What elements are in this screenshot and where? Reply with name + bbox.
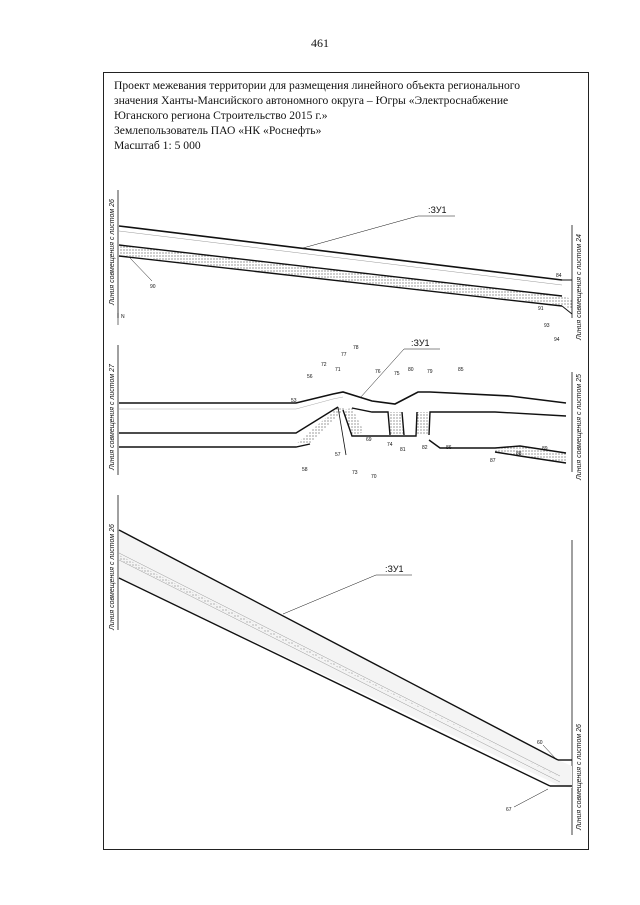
- north-arrow-icon: N: [117, 313, 125, 325]
- point-number: 76: [375, 369, 381, 375]
- point-number: 60: [537, 740, 543, 746]
- point-number: 73: [352, 470, 358, 476]
- leader-line: [282, 574, 377, 615]
- point-number: 74: [387, 442, 393, 448]
- sheet-link-label: Линия совмещения с листом 27: [109, 363, 116, 471]
- point-number: 91: [538, 306, 544, 312]
- plot-label-zu1: :ЗУ1: [428, 205, 447, 215]
- point-number: 89: [542, 446, 548, 452]
- point-number: 67: [506, 807, 512, 813]
- sheet-frame: [103, 72, 589, 850]
- point-number: 94: [554, 337, 560, 343]
- point-number: 69: [366, 437, 372, 443]
- point-number: 88: [516, 451, 522, 457]
- point-number: 87: [490, 458, 496, 464]
- leader-line: [359, 348, 405, 399]
- plot-boundary-line: [119, 391, 567, 405]
- point-number: 72: [321, 362, 327, 368]
- page-number: 461: [311, 36, 329, 50]
- fragment-bottom: :ЗУ1 60 67 Линия совмещения с листом 26 …: [109, 495, 583, 835]
- plot-boundary-line: [118, 225, 563, 281]
- land-user: Землепользователь ПАО «НК «Роснефть»: [114, 124, 322, 137]
- point-number: 58: [302, 467, 308, 473]
- leader-line: [129, 257, 153, 282]
- point-number: 79: [427, 369, 433, 375]
- point-number: 56: [307, 374, 313, 380]
- fragment-top: N :ЗУ1 90 84 91 93 94 Линия совмещения с…: [109, 190, 583, 343]
- plot-boundary-line: [118, 244, 563, 297]
- sheet-link-label: Линия совмещения с листом 25: [576, 374, 583, 481]
- point-number: 81: [400, 447, 406, 453]
- svg-text:N: N: [121, 314, 125, 320]
- point-number: 93: [544, 323, 550, 329]
- point-number: 82: [422, 445, 428, 451]
- scale: Масштаб 1: 5 000: [114, 139, 201, 152]
- point-number: 71: [335, 367, 341, 373]
- point-number: 90: [150, 284, 156, 290]
- sheet-link-label: Линия совмещения с листом 26: [576, 724, 583, 831]
- plot-label-zu1: :ЗУ1: [385, 564, 404, 574]
- sheet-link-label: Линия совмещения с листом 26: [109, 199, 116, 306]
- point-number: 75: [394, 371, 400, 377]
- sheet-link-label: Линия совмещения с листом 24: [576, 234, 583, 341]
- project-title-line-2: значения Ханты-Мансийского автономного о…: [114, 94, 509, 107]
- project-title-line-1: Проект межевания территории для размещен…: [114, 79, 521, 92]
- road-edge-line: [118, 230, 563, 286]
- point-number: 80: [408, 367, 414, 373]
- plot-boundary-line: [118, 255, 563, 307]
- point-number: 84: [556, 273, 562, 279]
- road-hatch: [119, 245, 572, 310]
- point-number: 85: [458, 367, 464, 373]
- sheet-header: Проект межевания территории для размещен…: [114, 78, 584, 153]
- point-number: 86: [446, 445, 452, 451]
- leader-line: [302, 215, 419, 249]
- point-number: 70: [371, 474, 377, 480]
- project-title-line-3: Юганского региона Строительство 2015 г.»: [114, 109, 328, 122]
- plot-label-zu1: :ЗУ1: [411, 338, 430, 348]
- point-number: 57: [335, 452, 341, 458]
- point-number: 78: [353, 345, 359, 351]
- point-number: 53: [291, 398, 297, 404]
- fragment-middle: :ЗУ1 77 78 72 71 56 76 75 80 79 85 53 74…: [109, 338, 583, 481]
- point-number: 77: [341, 352, 347, 358]
- sheet-link-label: Линия совмещения с листом 26: [109, 524, 116, 631]
